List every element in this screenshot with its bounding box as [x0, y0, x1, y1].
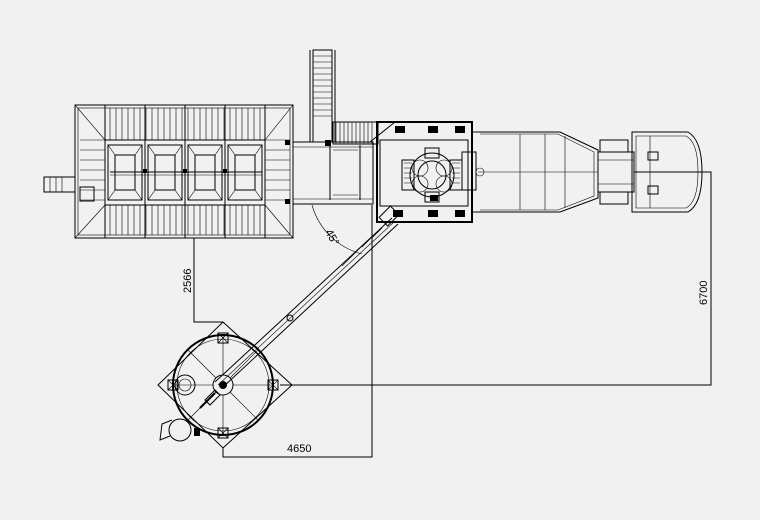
access-stairs-top: [309, 49, 336, 143]
dimension-label-2566: 2566: [182, 269, 194, 293]
mixer-unit: [376, 121, 473, 223]
bin-cladding-lines: [80, 108, 290, 235]
aggregate-bin-unit: [43, 104, 294, 239]
trailer-hitch: [43, 176, 95, 202]
screw-conveyor: [214, 205, 400, 389]
connecting-platform: [285, 121, 396, 205]
dimension-label-6700: 6700: [698, 281, 710, 305]
cement-silo: [157, 321, 293, 449]
dimension-lines: [193, 171, 712, 458]
silo-legs: [167, 332, 279, 439]
truck-mixer: [461, 131, 703, 213]
dimension-label-4650: 4650: [287, 443, 311, 455]
bin-bolt-marks: [143, 169, 227, 173]
